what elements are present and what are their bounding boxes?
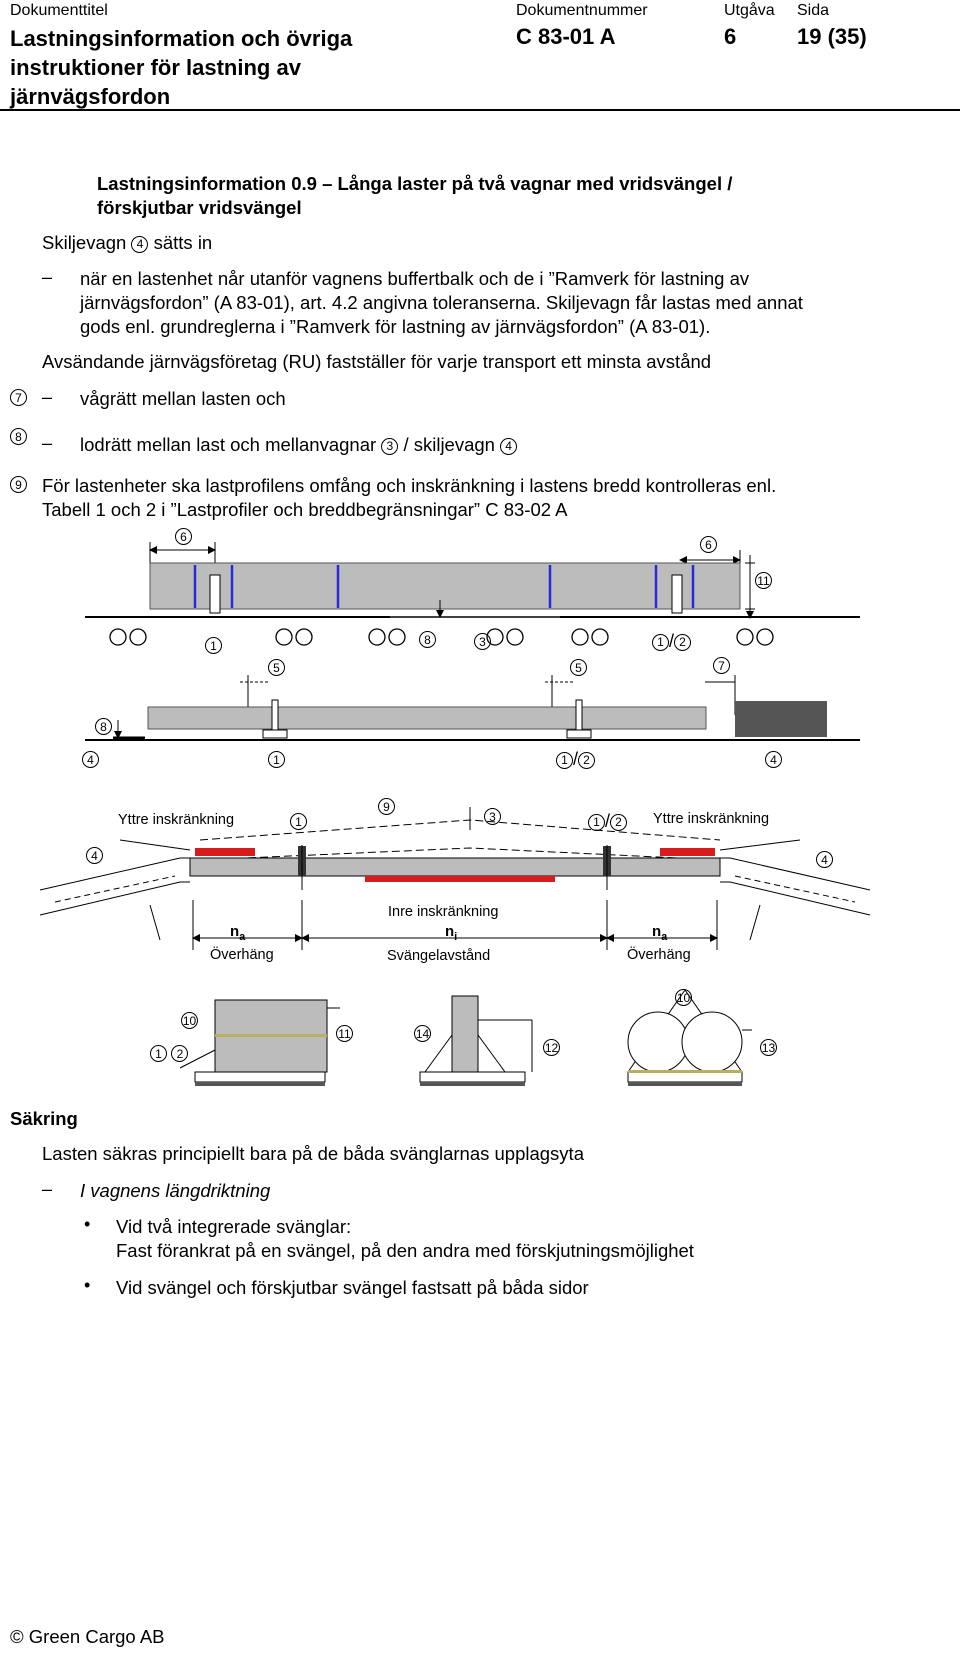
marker-4: 4 [765, 751, 782, 769]
marker-10: 10 [181, 1012, 198, 1030]
dash-line1: när en lastenhet når utanför vagnens buf… [80, 268, 750, 289]
dash-symbol: – [42, 267, 53, 287]
marker-1-2: 1/2 [652, 631, 692, 652]
bullet2: Vid svängel och förskjutbar svängel fast… [116, 1277, 589, 1298]
doc-number: C 83-01 A [516, 24, 616, 49]
dash-symbol: – [42, 433, 53, 453]
overhang-symbol: na [652, 923, 668, 943]
dash-line3: gods enl. grundreglerna i ”Ramverk för l… [80, 316, 711, 337]
marker-1-2: 1/2 [588, 811, 628, 832]
inner-restriction-band [365, 876, 555, 882]
securing-heading: Säkring [10, 1108, 78, 1129]
marker-4: 4 [82, 751, 99, 769]
edition: 6 [724, 24, 737, 49]
dash-symbol: – [42, 387, 53, 407]
dash-symbol: – [42, 1179, 53, 1199]
pivot-distance-symbol: ni [445, 923, 458, 943]
marker-3: 3 [484, 808, 501, 826]
bullet1-line2: Fast förankrat på en svängel, på den and… [116, 1240, 694, 1261]
securing-dash-item: I vagnens längdriktning [80, 1180, 271, 1201]
marker-8: 8 [95, 718, 112, 736]
marker-6: 6 [700, 536, 717, 554]
marker-14: 14 [414, 1025, 431, 1043]
ru-line: Avsändande järnvägsföretag (RU) faststäl… [42, 351, 712, 372]
securing-intro: Lasten säkras principiellt bara på de bå… [42, 1143, 584, 1164]
section-heading-line2: förskjutbar vridsvängel [97, 197, 302, 218]
curve-plan-view [39, 807, 871, 950]
marker-9: 9 [378, 798, 395, 816]
doc-title-label: Dokumenttitel [10, 2, 108, 19]
marker-1-2: 1 2 [150, 1045, 189, 1063]
marker-1-2: 1/2 [556, 749, 596, 770]
pivot-distance-label: Svängelavstånd [387, 948, 491, 964]
doc-number-label: Dokumentnummer [516, 2, 648, 19]
marker-11: 11 [755, 572, 772, 590]
marker-5: 5 [570, 659, 587, 677]
side-view-top [85, 542, 860, 646]
item9-line2: Tabell 1 och 2 i ”Lastprofiler och bredd… [42, 499, 568, 520]
side-view-middle [85, 675, 860, 741]
edition-label: Utgåva [724, 2, 775, 19]
bullet1-line1: Vid två integrerade svänglar: [116, 1216, 352, 1237]
marker-1: 1 [205, 637, 222, 655]
item7-text: vågrätt mellan lasten och [80, 388, 286, 409]
item9-marker: 9 [10, 476, 27, 494]
marker-3: 3 [474, 633, 491, 651]
marker-13: 13 [760, 1039, 777, 1057]
marker-4: 4 [86, 847, 103, 865]
marker-8: 8 [419, 631, 436, 649]
overhang-label: Överhäng [627, 947, 691, 963]
marker-4: 4 [816, 851, 833, 869]
overhang-label: Överhäng [210, 947, 274, 963]
marker-7: 7 [713, 657, 730, 675]
marker-6: 6 [175, 528, 192, 546]
item9-line1: För lastenheter ska lastprofilens omfång… [42, 475, 777, 496]
item7-marker: 7 [10, 389, 27, 407]
overhang-symbol: na [230, 923, 246, 943]
intro-line: Skiljevagn 4 sätts in [42, 232, 213, 253]
header-rule [0, 109, 960, 111]
marker-12: 12 [543, 1039, 560, 1057]
marker-4: 4 [131, 235, 149, 253]
marker-5: 5 [268, 659, 285, 677]
marker-10: 10 [675, 989, 692, 1007]
bullet-symbol: • [84, 1214, 91, 1234]
marker-11: 11 [336, 1025, 353, 1043]
bullet-symbol: • [84, 1275, 91, 1295]
loading-diagram [39, 542, 871, 1086]
outer-restriction-label: Yttre inskränkning [118, 812, 235, 828]
footer-copyright: © Green Cargo AB [10, 1626, 165, 1647]
item8-marker: 8 [10, 428, 27, 446]
section-heading-line1: Lastningsinformation 0.9 – Långa laster … [97, 173, 733, 194]
marker-1: 1 [290, 813, 307, 831]
page-number: 19 (35) [797, 24, 867, 49]
cross-sections [179, 989, 752, 1086]
outer-restriction-label: Yttre inskränkning [653, 811, 770, 827]
item8-text: lodrätt mellan last och mellanvagnar 3 /… [80, 432, 518, 457]
cargo-box [735, 701, 827, 737]
doc-title: Lastningsinformation och övriga instrukt… [10, 26, 353, 109]
long-load [149, 562, 741, 610]
marker-1: 1 [268, 751, 285, 769]
inner-restriction-label: Inre inskränkning [388, 904, 499, 920]
page-label: Sida [797, 2, 830, 19]
dash-line2: järnvägsfordon” (A 83-01), art. 4.2 angi… [80, 292, 803, 313]
